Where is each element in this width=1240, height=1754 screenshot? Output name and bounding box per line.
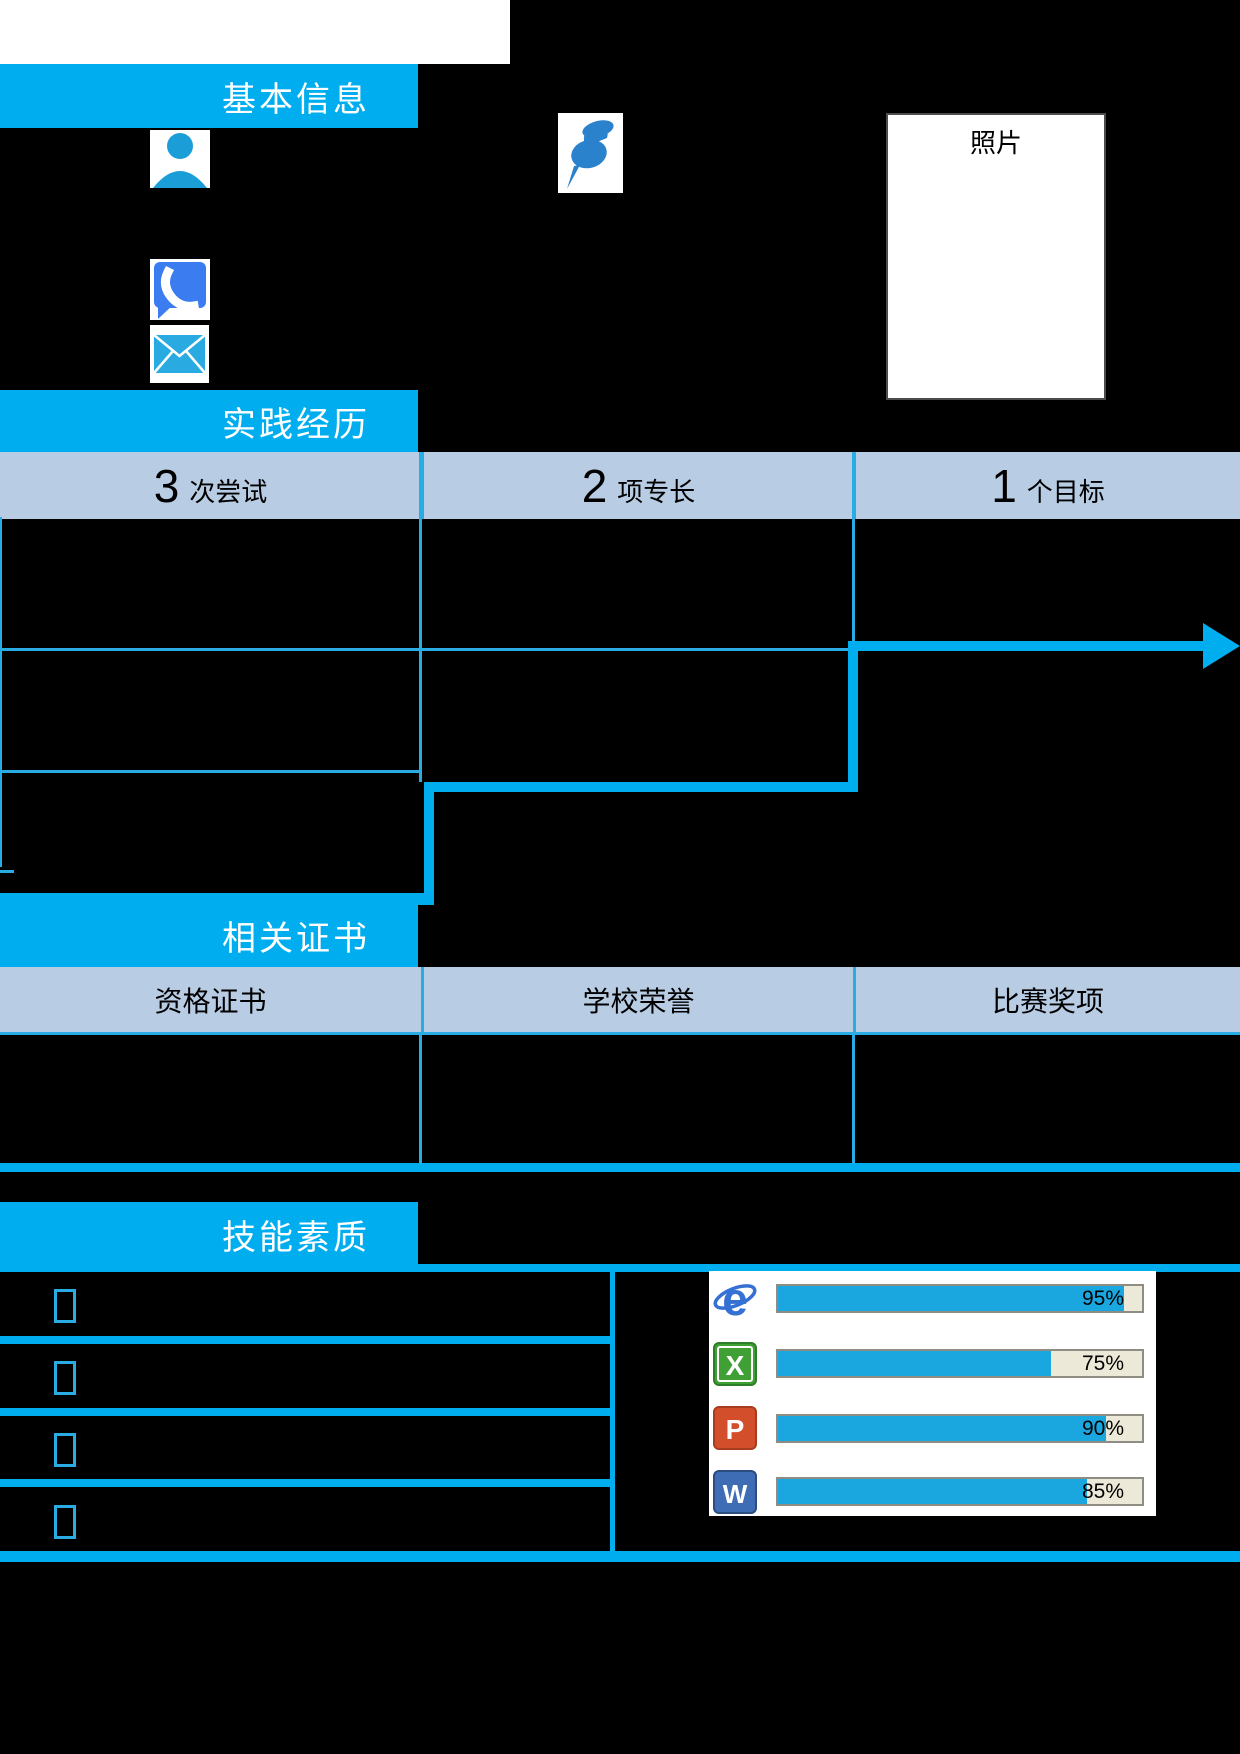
photo-placeholder: 照片 <box>886 113 1106 400</box>
experience-col-attempts: 3 次尝试 <box>0 452 421 519</box>
certificates-column-divider-1 <box>419 1032 422 1163</box>
skills-row-divider-1 <box>0 1336 612 1344</box>
skill-bar-excel: 75% <box>776 1349 1144 1378</box>
section-header-certificates: 相关证书 <box>0 903 418 967</box>
progress-path-base-segment <box>0 893 434 905</box>
attempts-count: 3 <box>153 459 180 512</box>
photo-label: 照片 <box>969 128 1022 158</box>
bullet-placeholder-icon <box>54 1361 76 1395</box>
phone-icon <box>150 259 210 320</box>
skill-bar-ie: 95% <box>776 1284 1144 1313</box>
user-icon <box>150 130 210 188</box>
skill-bar-word-value: 85% <box>1081 1479 1124 1503</box>
skill-bar-ie-fill <box>778 1286 1124 1311</box>
bullet-placeholder-icon <box>54 1505 76 1539</box>
internet-explorer-icon: e <box>712 1273 758 1325</box>
section-title: 基本信息 <box>222 80 370 119</box>
experience-header-row: 3 次尝试 2 项专长 1 个目标 <box>0 452 1240 519</box>
skill-bar-excel-value: 75% <box>1081 1351 1124 1375</box>
svg-text:X: X <box>726 1350 745 1381</box>
progress-arrow-head-icon <box>1203 623 1240 669</box>
experience-column-divider-1 <box>419 452 422 782</box>
page-top-white-band <box>0 0 510 64</box>
section-title: 相关证书 <box>222 919 370 958</box>
skill-bar-powerpoint-fill <box>778 1416 1106 1441</box>
section-header-skills: 技能素质 <box>0 1202 418 1266</box>
section-header-experience: 实践经历 <box>0 390 418 452</box>
skill-bar-excel-fill <box>778 1351 1051 1376</box>
excel-icon: X <box>712 1341 758 1387</box>
software-skills-chart: e 95% X 75% P 90% <box>709 1271 1156 1516</box>
experience-row-divider-1 <box>0 648 853 651</box>
skill-bar-powerpoint: 90% <box>776 1414 1144 1443</box>
full-width-divider <box>0 1163 1240 1172</box>
skills-row-divider-2 <box>0 1408 612 1416</box>
certificates-column-divider-2 <box>852 1032 855 1163</box>
progress-path-rise-2 <box>848 641 858 792</box>
word-icon: W <box>712 1469 758 1515</box>
certificates-col-school-honors: 学校荣誉 <box>421 967 853 1032</box>
skills-column-divider <box>610 1272 615 1551</box>
certificates-header-row: 资格证书 学校荣誉 比赛奖项 <box>0 967 1240 1035</box>
section-title: 技能素质 <box>222 1218 370 1257</box>
experience-col-specialties: 2 项专长 <box>421 452 853 519</box>
skills-table-top-border <box>0 1264 1240 1272</box>
skill-bar-ie-value: 95% <box>1081 1286 1124 1310</box>
bullet-placeholder-icon <box>54 1433 76 1467</box>
email-icon <box>150 325 209 383</box>
specialties-count: 2 <box>581 459 608 512</box>
goal-label: 个目标 <box>1026 477 1105 507</box>
certificates-col-competition-awards: 比赛奖项 <box>853 967 1240 1032</box>
experience-row-divider-stub <box>0 870 14 873</box>
experience-col-goal: 1 个目标 <box>853 452 1240 519</box>
svg-text:W: W <box>723 1479 748 1509</box>
skill-bar-word: 85% <box>776 1477 1144 1506</box>
svg-text:e: e <box>722 1277 748 1323</box>
skills-row-divider-3 <box>0 1479 612 1487</box>
experience-row-divider-2 <box>0 770 419 773</box>
skill-bar-powerpoint-value: 90% <box>1081 1416 1124 1440</box>
bullet-placeholder-icon <box>54 1289 76 1323</box>
location-pin-icon <box>558 113 623 193</box>
certificates-col-qualification: 资格证书 <box>154 985 267 1017</box>
section-title: 实践经历 <box>222 405 370 444</box>
experience-left-border <box>0 517 2 867</box>
skills-table-bottom-border <box>0 1551 1240 1562</box>
progress-path-run-1 <box>424 782 858 792</box>
skill-bar-word-fill <box>778 1479 1088 1504</box>
powerpoint-icon: P <box>712 1405 758 1451</box>
progress-arrow-shaft <box>853 641 1206 651</box>
progress-path-rise-1 <box>424 787 434 903</box>
section-header-basic-info: 基本信息 <box>0 64 418 128</box>
specialties-label: 项专长 <box>617 477 696 507</box>
experience-column-divider-2 <box>852 452 855 651</box>
svg-text:P: P <box>726 1414 745 1445</box>
goal-count: 1 <box>991 459 1017 512</box>
attempts-label: 次尝试 <box>189 477 268 507</box>
